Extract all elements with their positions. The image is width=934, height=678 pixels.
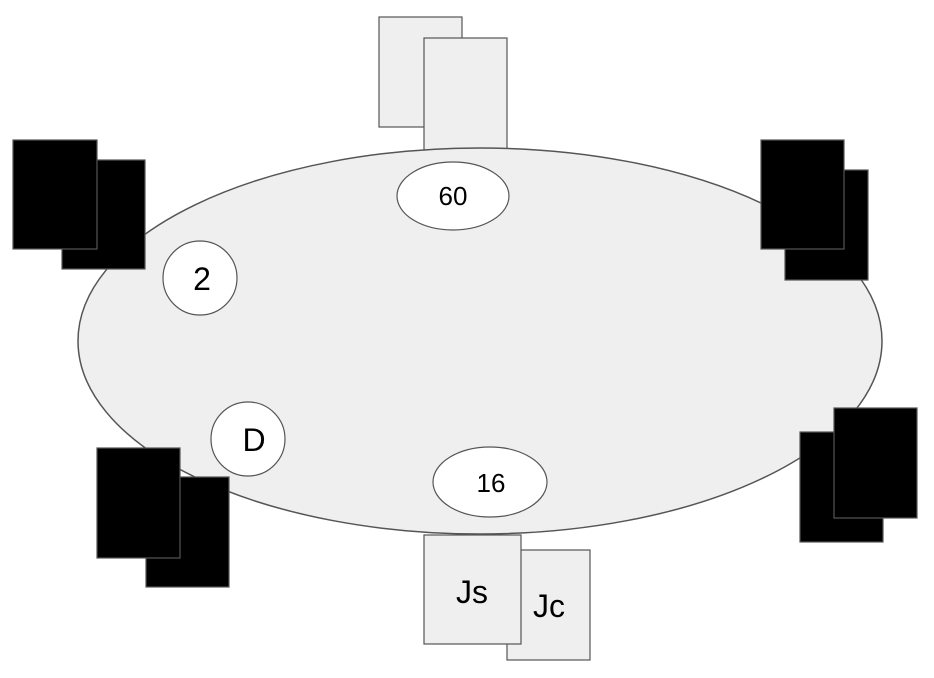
left-upper-seat-cards — [12, 139, 146, 270]
face-down-card — [833, 407, 918, 519]
right-lower-seat-cards — [799, 407, 918, 543]
top-bet-chip: 60 — [396, 161, 510, 231]
hero-bet-chip: 16 — [432, 446, 548, 518]
chip-shape — [210, 401, 286, 477]
top-seat-card-front — [423, 37, 508, 151]
face-down-card — [760, 139, 845, 250]
face-down-card — [12, 139, 98, 250]
left-bet-chip: 2 — [162, 240, 238, 316]
right-upper-seat-cards — [760, 139, 869, 281]
left-lower-seat-cards — [96, 447, 230, 588]
left-bet-amount: 2 — [193, 261, 211, 297]
dealer-button-label: D — [242, 422, 265, 458]
hero-bet-amount: 16 — [477, 468, 506, 498]
hero-card-1 — [423, 534, 522, 645]
chip-shape — [432, 446, 548, 518]
hero-card-2-label: Jc — [533, 588, 565, 624]
dealer-button: D — [210, 401, 286, 477]
hero-card-1-label: Js — [456, 574, 488, 610]
hero-cards — [423, 534, 591, 661]
top-bet-amount: 60 — [439, 181, 468, 211]
face-down-card — [96, 447, 181, 559]
chip-shape — [162, 240, 238, 316]
top-seat-cards — [378, 16, 508, 151]
chip-shape — [396, 161, 510, 231]
